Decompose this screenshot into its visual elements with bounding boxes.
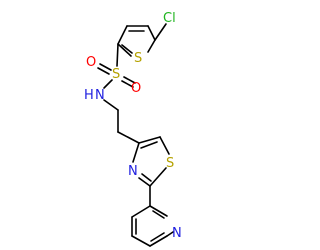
- bond: [154, 23, 167, 41]
- bond: [117, 25, 128, 45]
- bond: [140, 141, 158, 149]
- sulfonyl-sulfur-label: S: [112, 67, 120, 82]
- bond: [123, 76, 136, 84]
- bond: [103, 79, 113, 89]
- bond: [99, 63, 112, 71]
- bond: [149, 235, 168, 247]
- chlorine-atom-label: Cl: [163, 11, 176, 26]
- bond: [121, 44, 133, 54]
- bond: [121, 80, 134, 88]
- bond: [116, 43, 119, 67]
- bond: [141, 173, 152, 182]
- bond: [117, 43, 132, 57]
- bond: [149, 205, 168, 217]
- bond: [138, 136, 161, 144]
- bond: [166, 231, 174, 237]
- molecule-structure: Cl S S O O H N S N N: [84, 11, 182, 247]
- bond: [152, 210, 165, 219]
- bonds: [97, 23, 174, 247]
- pyridine-nitrogen-label: N: [172, 226, 182, 241]
- bond: [147, 25, 156, 41]
- molecule-diagram: Cl S S O O H N S N N: [84, 11, 182, 247]
- bond: [147, 39, 156, 53]
- amine-hydrogen-label: H: [84, 88, 94, 103]
- bond: [103, 99, 119, 111]
- bond: [149, 167, 167, 187]
- bond: [132, 142, 140, 163]
- amine-nitrogen-label: N: [95, 88, 105, 103]
- sulfonyl-oxygen-top-label: O: [86, 55, 96, 70]
- bond: [131, 235, 151, 247]
- bond: [131, 205, 151, 218]
- bond: [97, 67, 110, 75]
- bond: [159, 136, 170, 155]
- bond: [150, 232, 165, 242]
- bond: [138, 177, 151, 187]
- thiazole-nitrogen-label: N: [128, 164, 138, 179]
- bond: [117, 131, 140, 144]
- sulfonyl-oxygen-bottom-label: O: [131, 81, 141, 96]
- thiophene-sulfur-label: S: [134, 51, 142, 66]
- thiazole-sulfur-label: S: [166, 156, 174, 171]
